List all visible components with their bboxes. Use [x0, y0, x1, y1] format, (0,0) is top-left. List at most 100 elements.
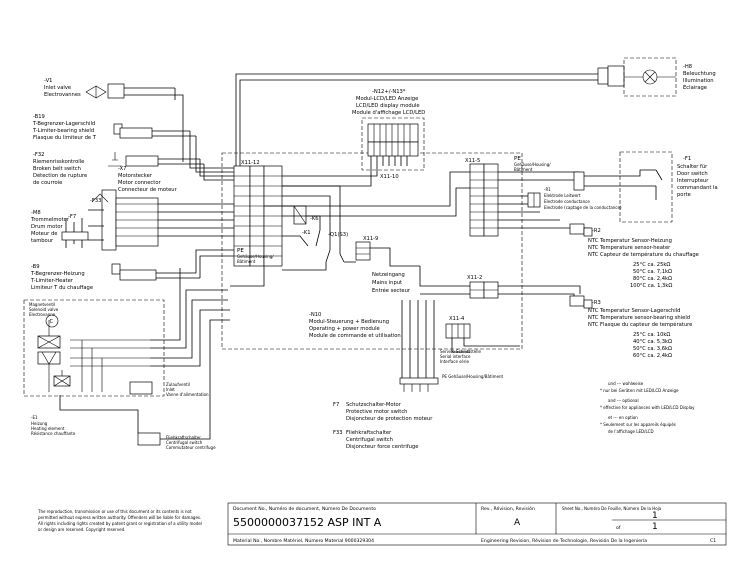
rev-label: Rev., Révision, Revisión [481, 505, 535, 512]
n12-fr: Module d'affichage LCD/LED [352, 110, 425, 116]
material-no: Material No., Nombre Matériel, Número Ma… [233, 537, 374, 544]
electrode-fr: Electrode (captage de la conductance) [544, 205, 622, 210]
component-b19: -B19 T-Begrenzer-Lagerschild T-Limiter-b… [32, 114, 97, 141]
n12-en: LCD/LED display module [356, 103, 420, 109]
f1-ref: -F1 [683, 156, 691, 162]
electrode-ref: -R1 [544, 187, 551, 192]
opt-de-1: und --- wahlweise [608, 381, 644, 386]
zulauf-en: Inlet [166, 387, 175, 392]
service-de: Service Schnittstelle [440, 349, 481, 354]
h8-de: Beleuchtung [683, 71, 716, 77]
h8-fr: Eclairage [683, 85, 707, 91]
pe-door-de: Gehäuse/Housing/ [514, 162, 551, 167]
f7-legend-fr: Disjoncteur de protection moteur [346, 416, 433, 422]
sheet-label: Sheet No., Numéro De Feuille, Número De … [562, 506, 662, 511]
component-m8: -M8 Trommelmotor Drum motor Moteur de ta… [30, 210, 70, 244]
pe-left-fr: Bâtiment [237, 259, 256, 264]
f32-en: Broken belt switch [33, 166, 81, 172]
netz-de: Netzeingang [372, 272, 405, 278]
opt-en-2: * effective for appliances with LED/LCD … [600, 405, 695, 410]
relay-k1: -K1 [302, 230, 311, 236]
r2-ref: -R2 [592, 228, 601, 234]
m8-fr: Moteur de [31, 231, 57, 237]
r3-row-3: 50°C ca. 3,6kΩ [633, 346, 672, 352]
magnet-fr: Electrovanne [29, 312, 56, 317]
f1-en: Door switch [677, 171, 708, 177]
component-zulauf: Zulaufventil Inlet Vanne d'alimentation [129, 381, 209, 397]
e1-ref: -E1 [31, 415, 38, 420]
disclaimer-line-4: or design are reserved. Copyright reserv… [38, 527, 125, 532]
r2-fr: NTC Capteur de température du chauffage [588, 251, 699, 258]
f32-ref: -F32 [33, 152, 44, 158]
doc-no: 5500000037152 ASP INT A [233, 516, 382, 529]
right-section: X11-5 PE Gehäuse/Housing/ Bâtiment -R1 E… [264, 151, 718, 392]
valve-symbols [37, 320, 150, 392]
of-label: of [616, 525, 621, 531]
x7-ref: -X7 [118, 166, 126, 172]
v1-fr: Electrovannes [44, 92, 81, 98]
pe-left: PE [237, 248, 244, 254]
n10-ref: -N10 [309, 312, 321, 318]
x7-en: Motor connector [118, 180, 161, 186]
r2-en: NTC Temperature sensor-heater [588, 245, 671, 251]
service-fr: Interface série [440, 359, 469, 364]
service-en: Serial interface [440, 354, 471, 359]
r3-fr: NTC Flasque du capteur de température [588, 321, 692, 328]
x11-2-label: X11-2 [467, 275, 482, 281]
circle-c-symbol [45, 314, 59, 328]
r3-row-4: 60°C ca. 2,4kΩ [633, 353, 672, 359]
opt-fr-2: * Seulement sur les appareils équipés [600, 422, 676, 427]
disclaimer-line-1: The reproduction, transmission or use of… [37, 509, 192, 514]
fk-de: Fliehkraftschalter [166, 435, 201, 440]
legend-f7-f33: F7 Schutzschalter-Motor Protective motor… [333, 402, 433, 450]
left-wiring [59, 83, 234, 440]
f1-fr2: commandant la [677, 185, 718, 191]
component-f32: -F32 Riemenrisskontrolle Broken belt swi… [33, 152, 87, 186]
engineering-revision: Engineering Revision, Révision de Techno… [481, 537, 647, 544]
sheet-no: 1 [652, 511, 658, 521]
e1-de: Heizung [31, 421, 48, 426]
x11-4-label: X11-4 [449, 316, 465, 322]
zulauf-de: Zulaufventil [166, 382, 190, 387]
b9-fr: Limiteur T du chauffage [31, 285, 93, 291]
opt-en-1: and --- optional [608, 398, 639, 403]
r3-en: NTC Temperature sensor-bearing shield [588, 315, 690, 321]
disclaimer-line-2: permitted without express written author… [38, 515, 201, 520]
zulauf-fr: Vanne d'alimentation [166, 392, 209, 397]
component-v1: -V1 Inlet valve Electrovannes [44, 78, 81, 98]
m8-fr2: tambour [31, 238, 54, 244]
m8-en: Drum motor [31, 224, 64, 230]
of-no: 1 [652, 522, 658, 532]
f7-legend-en: Protective motor switch [346, 409, 407, 415]
magnet-de: Magnetventil [29, 302, 55, 307]
electrode-en: Electrode conductance [544, 199, 590, 204]
f33-legend-ref: F33 [333, 430, 343, 436]
b9-de: T-Begrenzer-Heizung [30, 271, 85, 277]
f33-legend-de: Fliehkraftschalter [346, 430, 392, 436]
b9-en: T-Limiter-Heater [30, 278, 74, 284]
electrode-de: Elektrode Leitwert [544, 193, 581, 198]
f33-legend-en: Centrifugal switch [346, 437, 393, 443]
relay-q1: -Q1(S3) [328, 232, 348, 238]
r2-de: NTC Temperatur Sensor-Heizung [588, 238, 672, 244]
m8-de: Trommelmotor [30, 217, 70, 223]
circle-c-label: C [50, 319, 54, 325]
f1-de: Schalter für [677, 164, 708, 170]
f32-fr2: de courroie [33, 180, 62, 186]
n12-de: Modul-LCD/LED Anzeige [356, 96, 418, 102]
r2-row-4: 100°C ca. 1,3kΩ [630, 283, 672, 289]
f33-ref: -F33 [90, 198, 101, 204]
opt-de-2: * nur bei Geräten mit LED/LCD Anzeige [600, 388, 679, 393]
r3-row-1: 25°C ca. 10kΩ [633, 332, 670, 338]
h8-en: Illumination [683, 78, 714, 84]
netz-fr: Entrée secteur [372, 287, 411, 294]
component-x7: -X7 Motorstecker Motor connector Connect… [118, 166, 178, 193]
display-module: -N12+/-N13* Modul-LCD/LED Anzeige LCD/LE… [282, 89, 425, 187]
pe-door-fr: Bâtiment [514, 167, 533, 172]
v1-ref: -V1 [44, 78, 52, 84]
h8-ref: -H8 [683, 64, 692, 70]
r3-ref: -R3 [592, 300, 601, 306]
b19-ref: -B19 [33, 114, 45, 120]
component-e1: -E1 Heizung Heating element Résistance c… [31, 415, 76, 436]
netz-en: Mains input [372, 280, 402, 286]
